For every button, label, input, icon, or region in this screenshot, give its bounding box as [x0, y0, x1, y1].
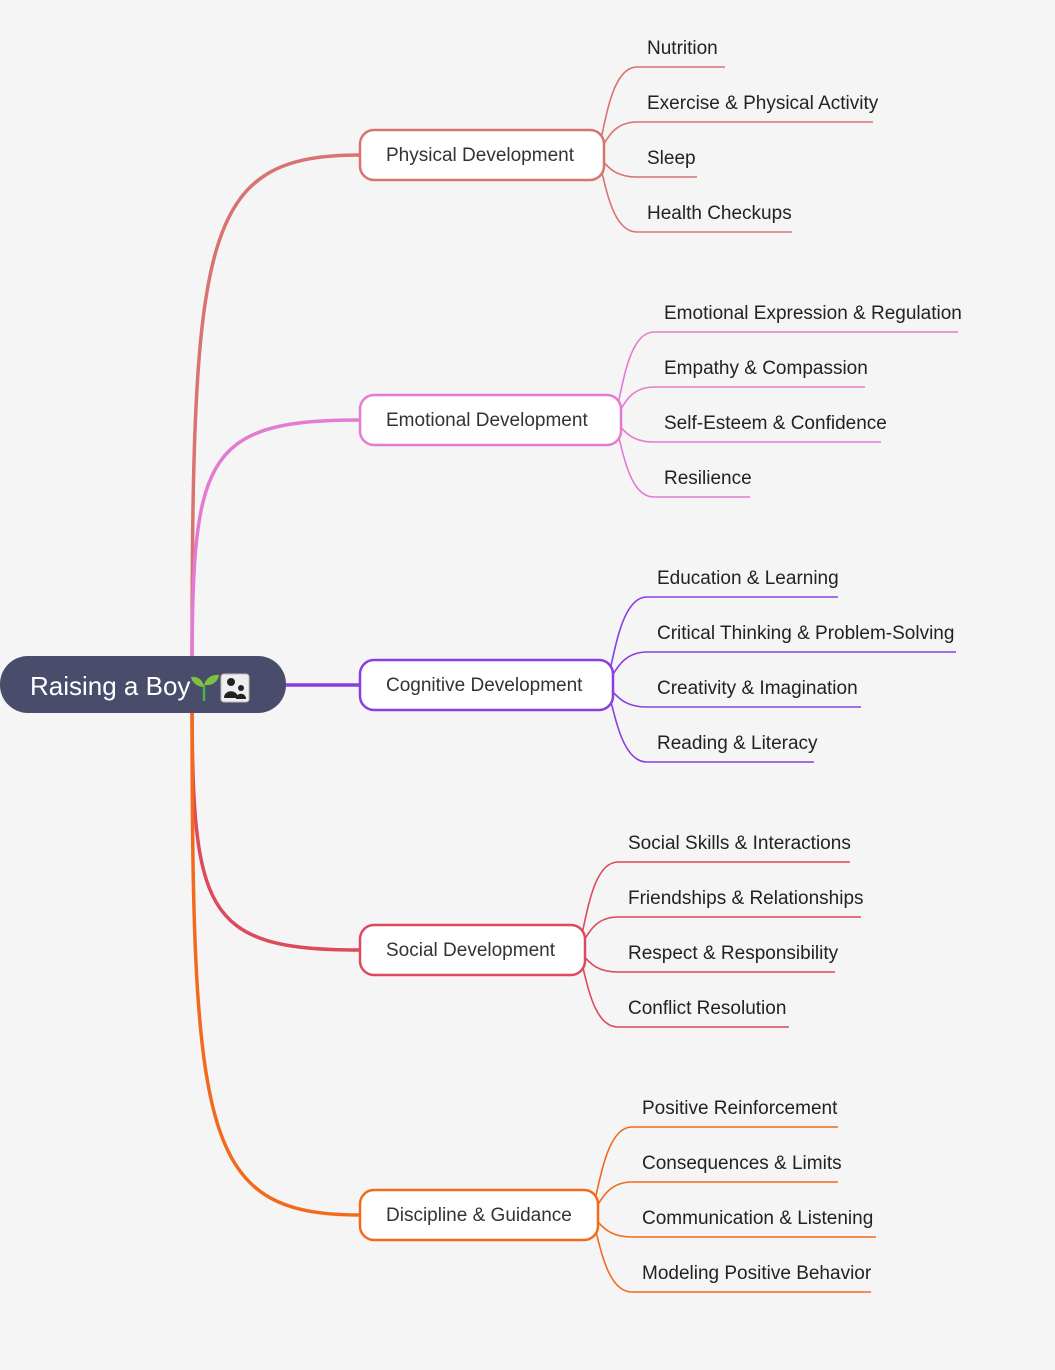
- seedling-icon: [191, 674, 219, 702]
- root-node[interactable]: Raising a Boy: [0, 656, 286, 713]
- leaf-node-label[interactable]: Modeling Positive Behavior: [642, 1263, 872, 1284]
- branch-node[interactable]: Cognitive Development: [358, 658, 615, 712]
- leaf-node-label[interactable]: Reading & Literacy: [657, 733, 818, 754]
- leaf-node-label[interactable]: Social Skills & Interactions: [628, 833, 851, 854]
- leaf-node-label[interactable]: Conflict Resolution: [628, 998, 786, 1019]
- branch-node-label: Discipline & Guidance: [386, 1205, 572, 1226]
- branch-connector: [190, 153, 361, 686]
- leaf-node-label[interactable]: Critical Thinking & Problem-Solving: [657, 623, 954, 644]
- branch-node-box: [358, 1188, 600, 1242]
- leaf-node-label[interactable]: Respect & Responsibility: [628, 943, 839, 964]
- leaf-node-label[interactable]: Friendships & Relationships: [628, 888, 864, 909]
- branch-node[interactable]: Physical Development: [358, 128, 606, 182]
- leaf-node-label[interactable]: Emotional Expression & Regulation: [664, 303, 962, 324]
- leaf-node-label[interactable]: Resilience: [664, 468, 752, 489]
- branch-node[interactable]: Social Development: [358, 923, 587, 977]
- leaf-connector: [593, 121, 873, 156]
- root-node-background: [0, 656, 286, 713]
- branch-node[interactable]: Discipline & Guidance: [358, 1188, 600, 1242]
- branch-node-label: Cognitive Development: [386, 675, 583, 696]
- leaf-node-label[interactable]: Creativity & Imagination: [657, 678, 858, 699]
- branch-node[interactable]: Emotional Development: [358, 393, 623, 447]
- branch-connector: [190, 684, 361, 952]
- branch-node-box: [358, 923, 587, 977]
- branch-node-label: Emotional Development: [386, 410, 588, 431]
- leaf-node-label[interactable]: Communication & Listening: [642, 1208, 873, 1229]
- leaf-node-label[interactable]: Nutrition: [647, 38, 718, 59]
- parent-child-icon: [220, 673, 250, 703]
- branch-connector: [190, 684, 361, 1217]
- branch-node-box: [358, 128, 606, 182]
- branch-node-label: Social Development: [386, 940, 556, 961]
- leaf-node-label[interactable]: Positive Reinforcement: [642, 1098, 838, 1119]
- leaf-node-label[interactable]: Education & Learning: [657, 568, 839, 589]
- leaf-node-label[interactable]: Empathy & Compassion: [664, 358, 868, 379]
- leaf-node-label[interactable]: Self-Esteem & Confidence: [664, 413, 887, 434]
- root-node-label: Raising a Boy: [30, 671, 190, 701]
- branch-node-label: Physical Development: [386, 145, 575, 166]
- branch-node-box: [358, 393, 623, 447]
- leaf-node-label[interactable]: Exercise & Physical Activity: [647, 93, 879, 114]
- leaf-node-label[interactable]: Health Checkups: [647, 203, 792, 224]
- branch-connector: [190, 418, 361, 686]
- leaf-node-label[interactable]: Sleep: [647, 148, 696, 169]
- branch-node-box: [358, 658, 615, 712]
- leaf-node-label[interactable]: Consequences & Limits: [642, 1153, 842, 1174]
